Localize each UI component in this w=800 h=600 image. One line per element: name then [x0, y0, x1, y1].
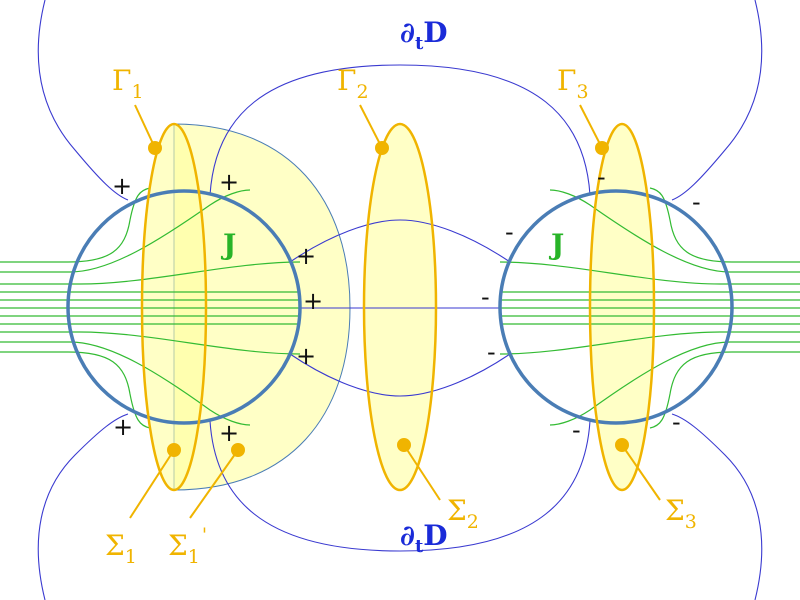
plus-charge: + [296, 242, 316, 270]
plus-charge: + [303, 287, 323, 315]
current-line [0, 351, 151, 429]
displacement-line [37, 413, 129, 600]
plus-charge: + [219, 168, 239, 196]
displacement-line [671, 0, 763, 201]
sigma1-label: Σ1 [105, 529, 137, 568]
sigma1-leader [129, 449, 175, 519]
gamma1-label: Γ1 [112, 64, 144, 103]
sigma1-surface [142, 124, 206, 490]
displacement-line [289, 219, 511, 263]
sigma2-dot [397, 438, 411, 452]
gamma2-leader [359, 104, 383, 149]
displacement-line [209, 420, 591, 552]
minus-charge: - [505, 218, 514, 246]
sigma3-leader [621, 444, 661, 501]
left-conductor-sphere [66, 189, 302, 425]
current-line [549, 189, 800, 273]
gamma3-label: Γ3 [557, 64, 589, 103]
sigma2-surface [364, 124, 436, 490]
displacement-line [209, 64, 591, 196]
minus-charge: - [672, 408, 681, 436]
gamma2-label: Γ2 [337, 64, 369, 103]
surface-fills [142, 123, 654, 491]
displacement-lines [37, 0, 763, 600]
leader-lines [129, 104, 661, 519]
right-conductor-sphere [498, 189, 734, 425]
minus-charge: - [487, 338, 496, 366]
left-charges: + + + + + + + [112, 168, 323, 447]
current-line [649, 187, 800, 263]
plus-charge: + [219, 419, 239, 447]
minus-charge: - [692, 188, 701, 216]
right-charges: - - - - - - - [481, 163, 701, 444]
current-line [499, 331, 800, 355]
current-lines [0, 187, 800, 429]
current-line [549, 341, 800, 426]
gamma1-leader [134, 104, 156, 149]
sigma2-label: Σ2 [447, 494, 479, 533]
plus-charge: + [113, 413, 133, 441]
gamma2-dot [375, 141, 389, 155]
gamma1-dot [148, 141, 162, 155]
gamma1-loop [140, 122, 208, 492]
current-line [649, 351, 800, 429]
sigma1-dot [167, 443, 181, 457]
gamma2-loop [362, 122, 438, 492]
displacement-line [671, 413, 763, 600]
displacement-line [289, 353, 511, 397]
plus-charge: + [296, 342, 316, 370]
displacement-line [37, 0, 129, 201]
minus-charge: - [597, 163, 606, 191]
current-line [0, 261, 301, 285]
sigma2-leader [403, 444, 441, 501]
current-line [0, 331, 301, 355]
sigma3-dot [615, 438, 629, 452]
minus-charge: - [481, 283, 490, 311]
sigma1p-dot [231, 443, 245, 457]
j-left-label: J [220, 228, 236, 261]
dtD-bottom-label: ∂tD [400, 519, 448, 557]
plus-charge: + [112, 172, 132, 200]
current-line [0, 189, 251, 273]
current-line [0, 341, 251, 426]
sigma1p-label: Σ1' [168, 524, 207, 568]
gamma3-leader [579, 104, 603, 149]
current-line [499, 261, 800, 285]
current-line [0, 187, 151, 263]
dtD-top-label: ∂tD [400, 16, 448, 54]
minus-charge: - [572, 416, 581, 444]
sigma1p-leader [189, 449, 239, 519]
gamma3-dot [595, 141, 609, 155]
sigma3-label: Σ3 [665, 494, 697, 533]
gamma3-loop [588, 122, 656, 492]
j-right-label: J [548, 228, 564, 261]
